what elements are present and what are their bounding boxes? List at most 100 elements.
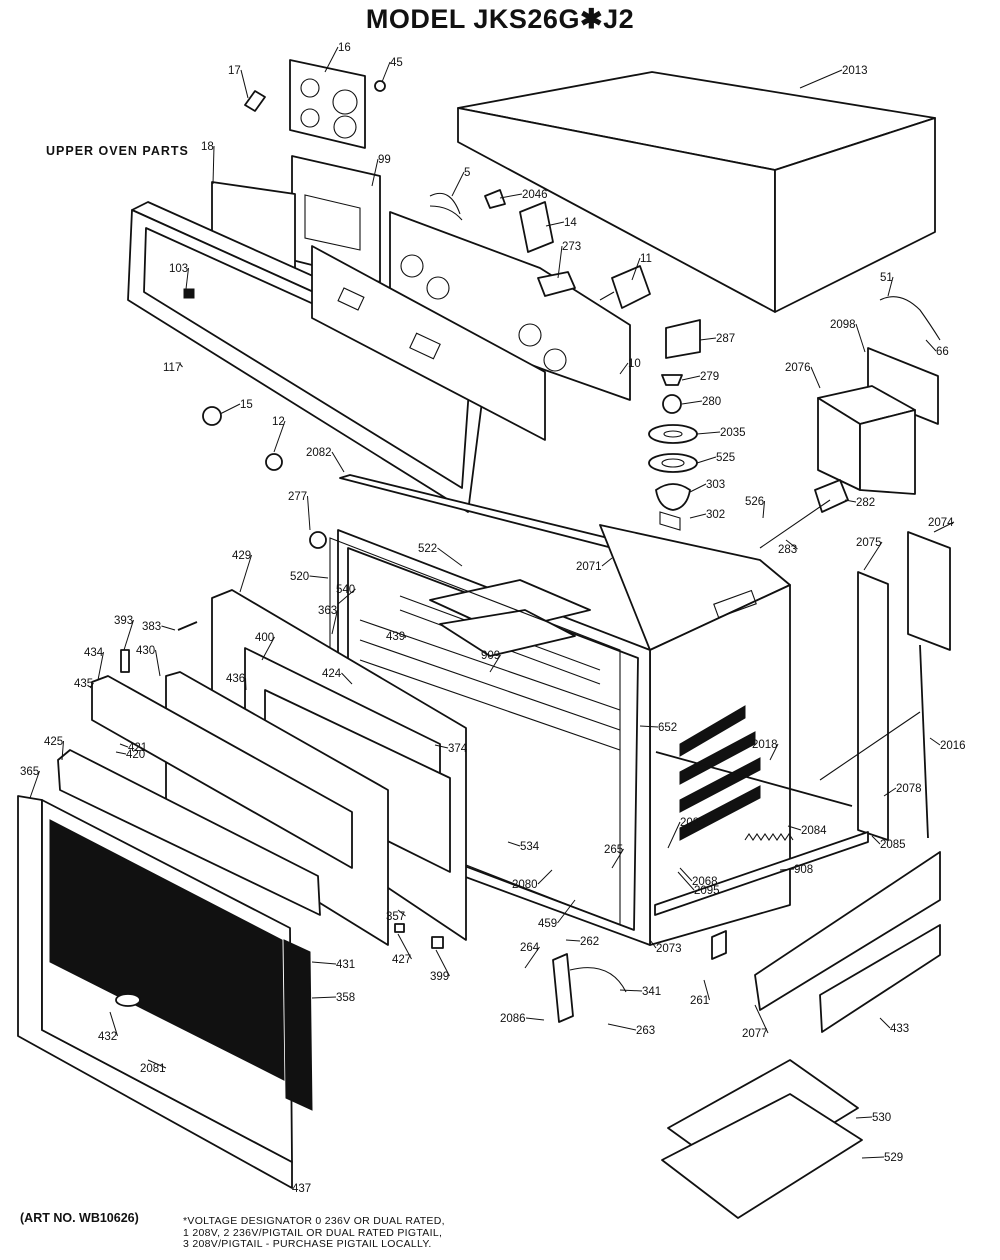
- callout-leader-45: [381, 61, 391, 83]
- callout-leader-530: [855, 1116, 873, 1119]
- callout-leader-2016: [929, 737, 941, 746]
- callout-2035: 2035: [720, 427, 746, 439]
- callout-leader-14: [545, 221, 565, 227]
- callout-103: 103: [169, 263, 188, 275]
- callout-leader-534: [507, 841, 521, 847]
- callout-leader-2082: [331, 451, 345, 473]
- callout-45: 45: [390, 57, 403, 69]
- callout-leader-17: [240, 69, 249, 99]
- door-outer-365-part: [17, 795, 313, 1189]
- callout-2074: 2074: [928, 517, 954, 529]
- callout-421: 421: [128, 742, 147, 754]
- callout-leader-908: [779, 868, 795, 871]
- callout-leader-357: [397, 909, 406, 917]
- callout-leader-425: [61, 740, 64, 761]
- callout-2083: 2083: [680, 817, 706, 829]
- callout-leader-525: [696, 456, 717, 464]
- callout-leader-103: [185, 267, 189, 290]
- callout-2013: 2013: [842, 65, 868, 77]
- callout-leader-2013: [799, 69, 843, 89]
- callout-374: 374: [448, 743, 468, 755]
- callout-393: 393: [114, 615, 133, 627]
- callout-leader-12: [273, 420, 286, 453]
- callout-leader-2086: [525, 1017, 545, 1021]
- callout-526: 526: [745, 496, 764, 508]
- top-cover-part: [457, 71, 936, 313]
- callout-2098: 2098: [830, 319, 856, 331]
- callout-leader-909: [489, 654, 501, 673]
- callout-264: 264: [520, 942, 540, 954]
- callout-2071: 2071: [576, 561, 602, 573]
- voltage-note-line-3: 3 208V/PIGTAIL - PURCHASE PIGTAIL LOCALL…: [183, 1238, 432, 1250]
- broiler-pan-part: [661, 1093, 863, 1219]
- callout-leader-433: [879, 1017, 891, 1029]
- callout-279: 279: [700, 371, 719, 383]
- callout-leader-2085: [871, 835, 881, 845]
- callout-273: 273: [562, 241, 581, 253]
- callout-leader-2074: [933, 521, 955, 533]
- callout-leader-383: [161, 625, 176, 631]
- callout-leader-430: [155, 649, 161, 677]
- callout-leader-520: [309, 575, 329, 579]
- callout-430: 430: [136, 645, 155, 657]
- oven-light-assembly: [648, 319, 701, 531]
- callout-10: 10: [628, 358, 641, 370]
- callout-leader-277: [307, 495, 311, 531]
- callout-357: 357: [386, 911, 405, 923]
- callout-427: 427: [392, 954, 411, 966]
- callout-2068: 2068: [692, 876, 718, 888]
- callout-leader-429: [239, 554, 252, 593]
- callout-leader-18: [212, 145, 215, 185]
- callout-2016: 2016: [940, 740, 966, 752]
- art-number: (ART NO. WB10626): [20, 1211, 139, 1225]
- callout-leader-2095: [677, 871, 695, 891]
- callout-labels: 1716452013991852046142731151103287209866…: [20, 42, 966, 1195]
- callout-280: 280: [702, 396, 721, 408]
- knob-15-part: [202, 406, 222, 426]
- callout-2018: 2018: [752, 739, 778, 751]
- voltage-note-line-2: 1 208V, 2 236V/PIGTAIL OR DUAL RATED PIG…: [183, 1226, 443, 1239]
- callout-leader-261: [703, 979, 710, 1001]
- callout-leader-2083: [667, 821, 681, 849]
- callout-459: 459: [538, 918, 557, 930]
- callout-530: 530: [872, 1112, 891, 1124]
- callout-leader-51: [887, 276, 894, 297]
- lamp-socket-part: [244, 90, 266, 112]
- callout-leader-16: [324, 46, 339, 73]
- callout-leader-435: [89, 682, 94, 689]
- callout-383: 383: [142, 621, 161, 633]
- callout-424: 424: [322, 668, 342, 680]
- callout-leader-2076: [810, 366, 821, 389]
- callout-leader-2035: [696, 431, 721, 435]
- callout-leader-264: [524, 946, 540, 969]
- callout-leader-363: [331, 609, 338, 635]
- callout-51: 51: [880, 272, 893, 284]
- callout-2081: 2081: [140, 1063, 166, 1075]
- callout-263: 263: [636, 1025, 655, 1037]
- callout-399: 399: [430, 971, 449, 983]
- callout-2075: 2075: [856, 537, 882, 549]
- callout-leader-10: [619, 362, 629, 375]
- callout-leader-265: [611, 848, 624, 869]
- callout-303: 303: [706, 479, 725, 491]
- callout-leader-431: [311, 961, 337, 965]
- duct-part: [817, 385, 916, 495]
- callout-2084: 2084: [801, 825, 827, 837]
- callout-leader-439: [404, 635, 406, 639]
- callout-leader-2071: [601, 557, 613, 567]
- door-panel-425-part: [57, 749, 321, 916]
- callout-436: 436: [226, 673, 245, 685]
- callout-11: 11: [640, 253, 652, 265]
- callout-leader-287: [699, 337, 717, 341]
- callout-262: 262: [580, 936, 599, 948]
- callout-leader-421: [119, 743, 129, 748]
- callout-leader-262: [565, 939, 581, 942]
- callout-908: 908: [794, 864, 813, 876]
- callout-leader-434: [97, 651, 104, 681]
- callout-leader-365: [29, 770, 40, 799]
- vent-box-part: [867, 347, 939, 425]
- control-panel-part: [289, 59, 366, 149]
- callout-302: 302: [706, 509, 725, 521]
- callout-leader-2098: [855, 323, 866, 353]
